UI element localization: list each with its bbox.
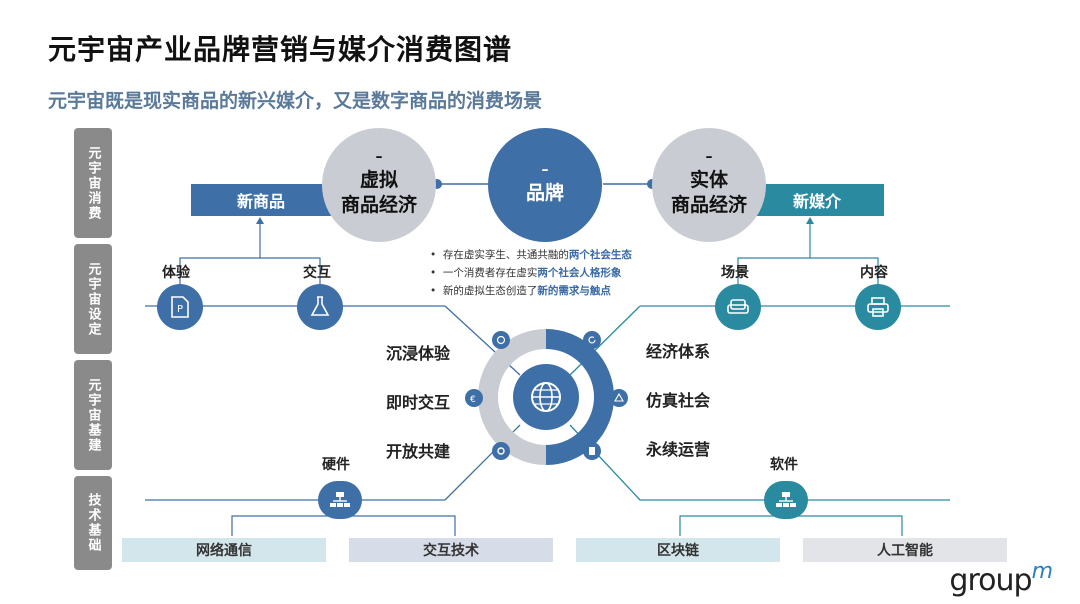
flask-icon <box>297 284 343 330</box>
real-label: 实体 <box>689 169 728 191</box>
new-goods-tag: 新商品 <box>191 184 331 216</box>
tech-blockchain: 区块链 <box>576 538 780 562</box>
tech-interaction: 交互技术 <box>349 538 553 562</box>
svg-text:P: P <box>177 304 183 315</box>
bullet-item: • 存在虚实孪生、共通共融的两个社会生态 <box>430 249 632 261</box>
side-label-consumption: 元宇宙消费 <box>74 128 112 238</box>
real-economy-label: 商品经济 <box>670 194 747 216</box>
groupm-logo: groupm <box>949 559 1053 598</box>
side-label-infrastructure: 元宇宙基建 <box>74 360 112 470</box>
page-subtitle: 元宇宙既是现实商品的新兴媒介，又是数字商品的消费场景 <box>48 90 543 112</box>
location-icon <box>492 442 510 460</box>
bullet-text: 一个消费者存在虚实 <box>442 267 538 279</box>
bullet-text: 存在虚实孪生、共通共融的 <box>442 249 569 261</box>
bullet-item: • 一个消费者存在虚实两个社会人格形象 <box>430 267 622 279</box>
insight-bullets: • 存在虚实孪生、共通共融的两个社会生态 • 一个消费者存在虚实两个社会人格形象… <box>430 246 632 300</box>
svg-text:€: € <box>470 395 476 403</box>
real-goods-economy-circle: – 实体 商品经济 <box>652 128 766 242</box>
logo-main: group <box>949 563 1032 598</box>
virtual-economy-label: 商品经济 <box>340 194 417 216</box>
bullet-highlight: 两个社会人格形象 <box>537 267 622 279</box>
euro-icon: € <box>465 389 483 407</box>
content-label: 内容 <box>860 265 888 281</box>
bullet-highlight: 两个社会生态 <box>568 249 632 261</box>
interaction-label: 交互 <box>303 265 331 281</box>
refresh-icon <box>583 331 601 349</box>
dash-mark: – <box>375 149 383 165</box>
printer-icon <box>855 284 901 330</box>
dash-mark: – <box>541 161 549 178</box>
center-right-item-1: 经济体系 <box>646 342 711 361</box>
brand-label: 品牌 <box>525 181 564 204</box>
new-media-tag: 新媒介 <box>750 184 884 216</box>
side-label-tech-foundation: 技术基础 <box>74 476 112 570</box>
hardware-network-icon <box>318 481 362 519</box>
virtual-goods-economy-circle: – 虚拟 商品经济 <box>322 128 436 242</box>
software-label: 软件 <box>770 457 798 473</box>
page-title: 元宇宙产业品牌营销与媒介消费图谱 <box>48 33 513 66</box>
scene-label: 场景 <box>721 265 749 281</box>
center-left-item-2: 即时交互 <box>386 393 451 412</box>
file-icon <box>583 442 601 460</box>
center-left-item-1: 沉浸体验 <box>386 344 451 363</box>
side-label-setting: 元宇宙设定 <box>74 244 112 354</box>
globe-icon <box>513 364 579 430</box>
fingerprint-icon <box>492 331 510 349</box>
bullet-highlight: 新的需求与触点 <box>537 285 611 297</box>
tech-network-communication: 网络通信 <box>122 538 326 562</box>
sofa-icon <box>715 284 761 330</box>
tech-ai: 人工智能 <box>803 538 1007 562</box>
software-network-icon <box>764 481 808 519</box>
center-right-item-3: 永续运营 <box>646 440 711 459</box>
bullet-text: 新的虚拟生态创造了 <box>442 285 538 297</box>
bullet-item: • 新的虚拟生态创造了新的需求与触点 <box>430 285 611 297</box>
experience-label: 体验 <box>162 265 190 281</box>
dash-mark: – <box>705 149 713 165</box>
logo-sup: m <box>1031 559 1053 584</box>
document-p-icon: P <box>157 284 203 330</box>
recycle-icon <box>610 389 628 407</box>
virtual-label: 虚拟 <box>359 169 398 191</box>
center-left-item-3: 开放共建 <box>386 442 451 461</box>
brand-circle: – 品牌 <box>488 128 602 242</box>
hardware-label: 硬件 <box>322 457 350 473</box>
center-right-item-2: 仿真社会 <box>646 391 711 410</box>
